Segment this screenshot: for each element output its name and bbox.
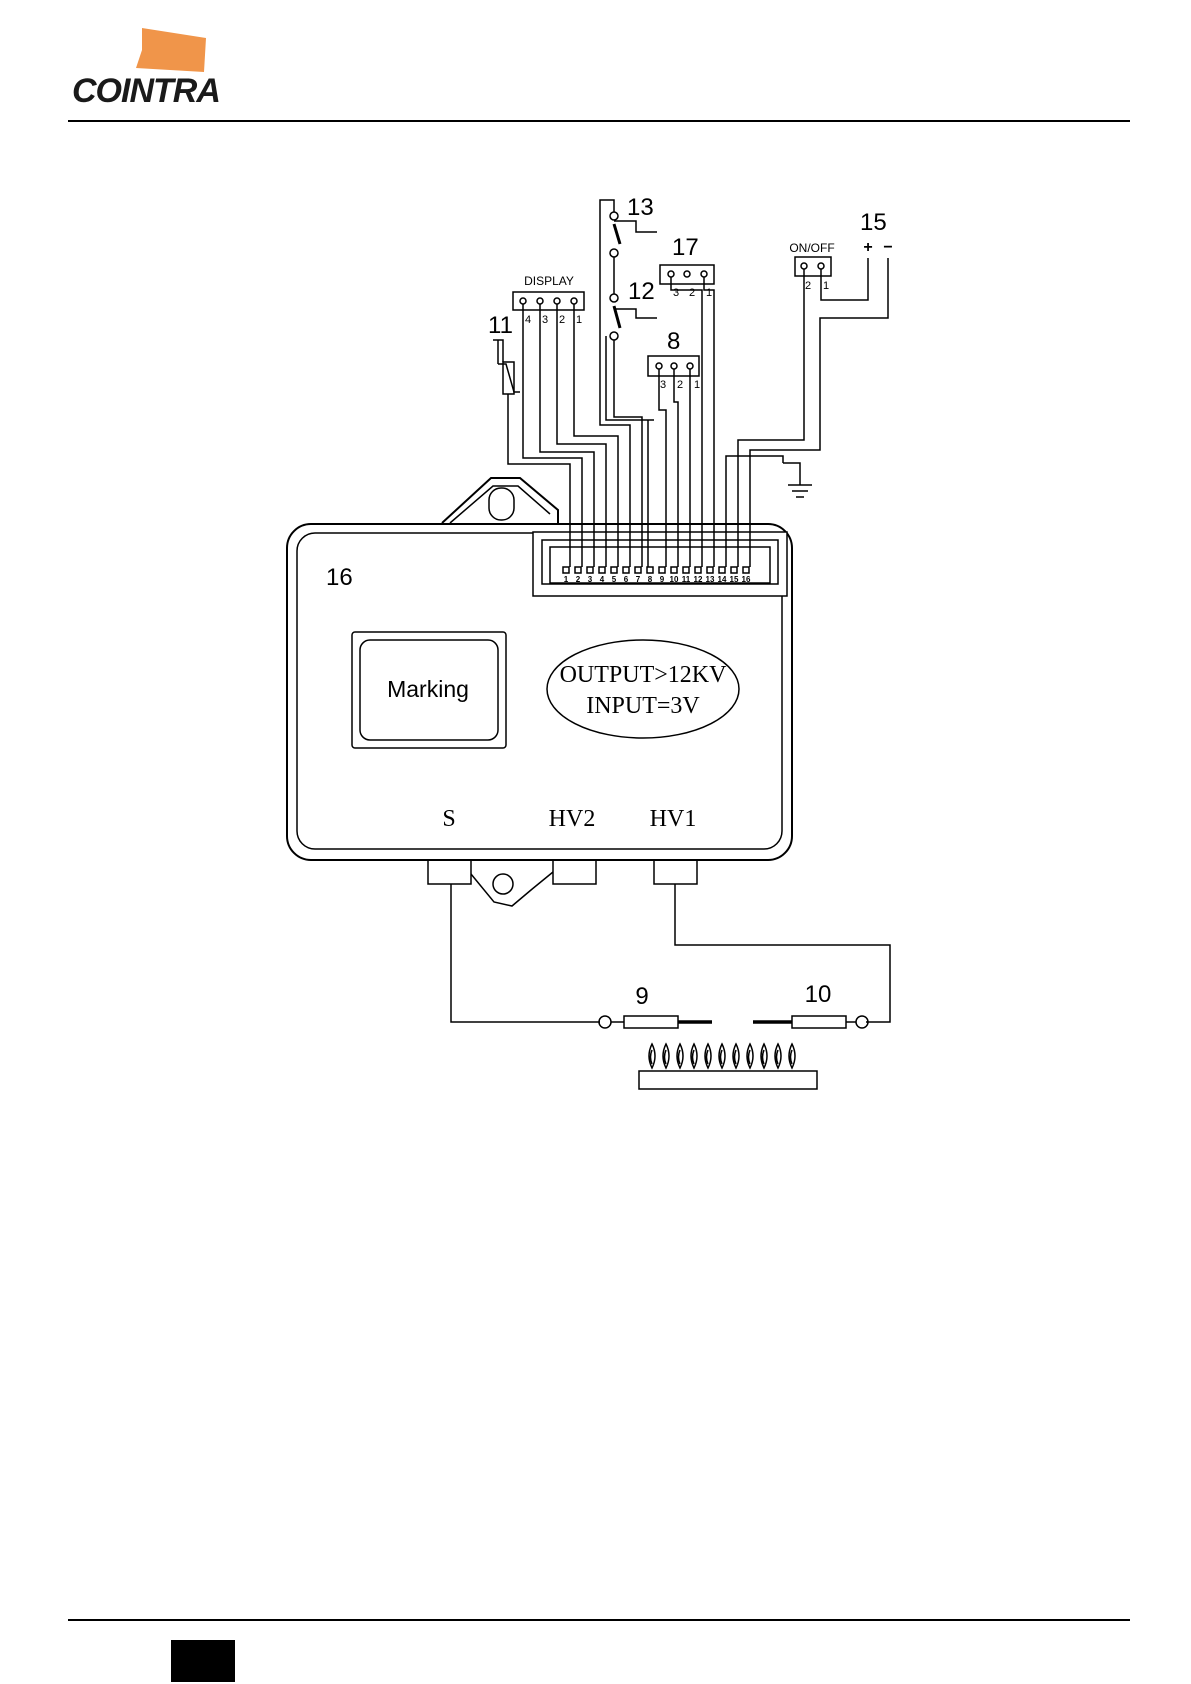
sensor-11-number: 11 <box>488 312 513 339</box>
marking-label: Marking <box>387 676 469 702</box>
burner-flame-icon <box>649 1044 795 1068</box>
onoff-switch: ON/OFF 2 1 <box>789 241 834 292</box>
display-label: DISPLAY <box>524 274 574 288</box>
display-pin-3: 3 <box>542 314 548 326</box>
onoff-pin-2: 2 <box>805 280 811 292</box>
module-pin-9: 9 <box>660 575 665 584</box>
ground-icon <box>783 463 812 497</box>
terminal-hv2-socket <box>553 860 596 884</box>
electrode-10-number: 10 <box>805 981 832 1008</box>
module-pin-7: 7 <box>636 575 641 584</box>
module-pin-14: 14 <box>718 575 727 584</box>
module-pin-5: 5 <box>612 575 617 584</box>
terminal-hv1-socket <box>654 860 697 884</box>
bottom-mount-hole-icon <box>493 874 513 894</box>
connector-8-pin-3: 3 <box>660 379 666 391</box>
module-pin-8: 8 <box>648 575 653 584</box>
switch-13: 13 <box>610 194 657 257</box>
input-rating: INPUT=3V <box>586 693 700 719</box>
electrodes: 9 10 <box>451 884 890 1089</box>
switch-13-number: 13 <box>627 194 654 221</box>
terminal-s-socket <box>428 860 471 884</box>
module-pin-4: 4 <box>600 575 605 584</box>
module-16: 1 2 3 4 5 6 7 8 9 10 11 12 13 14 15 16 1… <box>287 478 792 906</box>
display-pin-2: 2 <box>559 314 565 326</box>
module-pin-1: 1 <box>564 575 569 584</box>
power-plus-label: + <box>863 239 872 256</box>
display-pin-4: 4 <box>525 314 531 326</box>
connector-8-pin-2: 2 <box>677 379 683 391</box>
module-pin-3: 3 <box>588 575 593 584</box>
module-pin-10: 10 <box>670 575 679 584</box>
module-number: 16 <box>326 564 353 591</box>
module-pin-6: 6 <box>624 575 629 584</box>
module-pin-16: 16 <box>742 575 751 584</box>
terminal-hv1-label: HV1 <box>650 806 697 832</box>
connector-17-pin-2: 2 <box>689 287 695 299</box>
onoff-label: ON/OFF <box>789 241 834 255</box>
terminal-hv2-label: HV2 <box>549 806 596 832</box>
power-15-number: 15 <box>860 209 887 236</box>
power-minus-label: − <box>883 239 892 256</box>
switch-12: 12 <box>610 278 657 340</box>
electrode-9-number: 9 <box>635 983 648 1010</box>
output-rating: OUTPUT>12KV <box>560 662 728 688</box>
module-pin-11: 11 <box>682 575 691 584</box>
mounting-slot-icon <box>489 488 514 520</box>
sensor-11: 11 <box>488 312 520 394</box>
display-pin-1: 1 <box>576 314 582 326</box>
connector-17-pin-1: 1 <box>706 287 712 299</box>
power-15: 15 + − <box>860 209 893 256</box>
onoff-pin-1: 1 <box>823 280 829 292</box>
switch-12-number: 12 <box>628 278 655 305</box>
connector-17-pin-3: 3 <box>673 287 679 299</box>
module-pin-15: 15 <box>730 575 739 584</box>
terminal-s-label: S <box>442 806 455 832</box>
burner-bar <box>639 1071 817 1089</box>
module-pin-12: 12 <box>694 575 703 584</box>
connector-17-number: 17 <box>672 234 699 261</box>
connector-8-pin-1: 1 <box>694 379 700 391</box>
connector-8-number: 8 <box>667 328 680 355</box>
module-pin-13: 13 <box>706 575 715 584</box>
module-pin-2: 2 <box>576 575 581 584</box>
